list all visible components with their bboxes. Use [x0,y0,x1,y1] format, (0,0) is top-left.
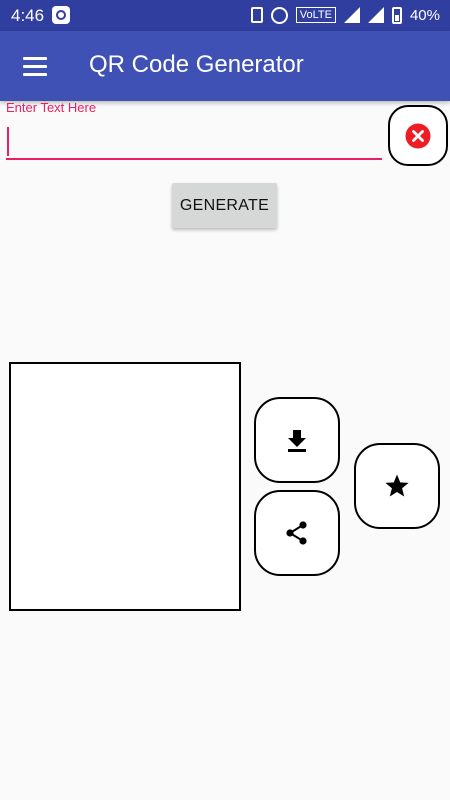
share-icon [286,521,307,545]
app-bar: QR Code Generator [0,31,450,101]
battery-percent: 40% [409,6,440,24]
star-icon [385,474,409,497]
close-circle-icon [405,123,431,149]
favorite-button[interactable] [354,443,440,529]
page-title: QR Code Generator [89,51,304,78]
alarm-icon [270,6,288,24]
notification-app-icon [52,6,70,24]
share-button[interactable] [254,490,340,576]
status-icons: VoLTE 40% [250,4,440,26]
hamburger-menu-icon[interactable] [13,45,57,89]
battery-icon [391,6,402,24]
qr-code-display [9,362,241,611]
download-button[interactable] [254,397,340,483]
text-input[interactable] [6,122,382,160]
signal-icon-2 [367,7,384,23]
text-cursor [7,127,9,156]
status-bar: 4:46 VoLTE 40% [0,0,450,31]
input-label: Enter Text Here [6,100,97,115]
download-icon [288,430,306,452]
vibrate-icon [250,7,263,23]
volte-badge: VoLTE [295,7,336,23]
clear-button[interactable] [388,105,448,166]
generate-button[interactable]: GENERATE [172,183,277,228]
status-time: 4:46 [11,6,45,25]
signal-icon [343,7,360,23]
